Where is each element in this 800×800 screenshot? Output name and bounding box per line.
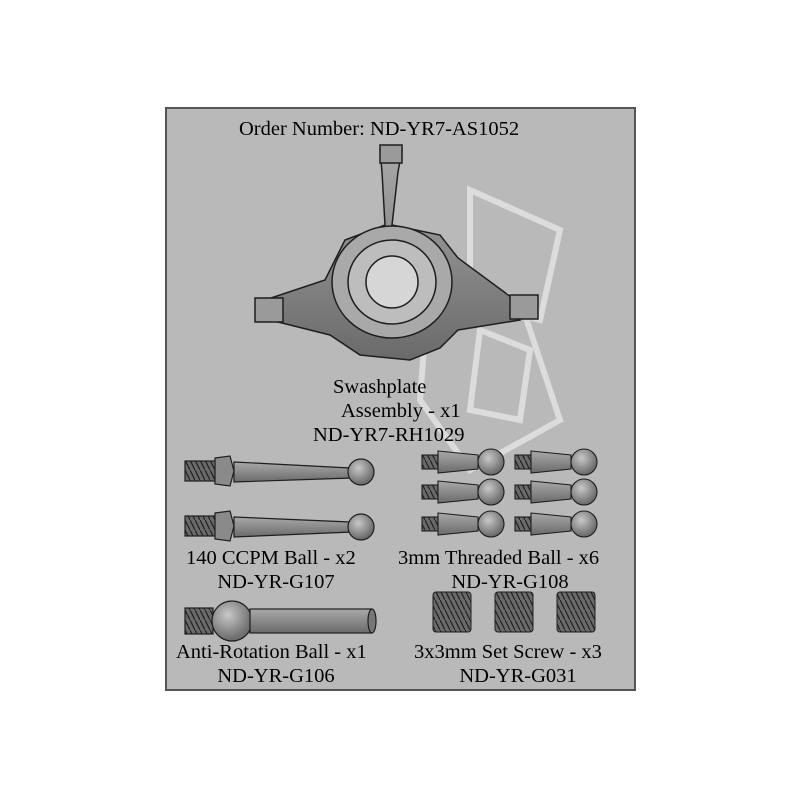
threaded-ball-image bbox=[514, 448, 598, 476]
set-screw-image bbox=[494, 591, 534, 633]
ccpm-ball-name: 140 CCPM Ball - x2 bbox=[186, 547, 356, 569]
order-number-label: Order Number: bbox=[239, 118, 365, 140]
ccpm-ball-image bbox=[184, 455, 375, 487]
order-number-heading: Order Number: ND-YR7-AS1052 bbox=[239, 117, 519, 141]
anti-rotation-ball-image bbox=[184, 600, 377, 642]
swashplate-name-line2: Assembly - x1 bbox=[341, 400, 461, 422]
anti-rotation-ball-code: ND-YR-G106 bbox=[217, 665, 335, 687]
set-screw-image bbox=[556, 591, 596, 633]
set-screw-code: ND-YR-G031 bbox=[459, 665, 577, 687]
threaded-ball-image bbox=[421, 510, 505, 538]
anti-rotation-ball-name: Anti-Rotation Ball - x1 bbox=[176, 641, 367, 663]
threaded-ball-image bbox=[421, 448, 505, 476]
ccpm-ball-code: ND-YR-G107 bbox=[217, 571, 335, 593]
swashplate-assembly-image bbox=[254, 144, 539, 361]
swashplate-name-line1: Swashplate bbox=[333, 376, 427, 398]
threaded-ball-image bbox=[514, 510, 598, 538]
set-screw-image bbox=[432, 591, 472, 633]
ccpm-ball-image bbox=[184, 510, 375, 542]
order-number-value: ND-YR7-AS1052 bbox=[369, 118, 520, 140]
threaded-ball-image bbox=[514, 478, 598, 506]
set-screw-name: 3x3mm Set Screw - x3 bbox=[414, 641, 602, 663]
threaded-ball-image bbox=[421, 478, 505, 506]
swashplate-code: ND-YR7-RH1029 bbox=[313, 424, 465, 446]
threaded-ball-name: 3mm Threaded Ball - x6 bbox=[398, 547, 600, 569]
threaded-ball-code: ND-YR-G108 bbox=[451, 571, 569, 593]
